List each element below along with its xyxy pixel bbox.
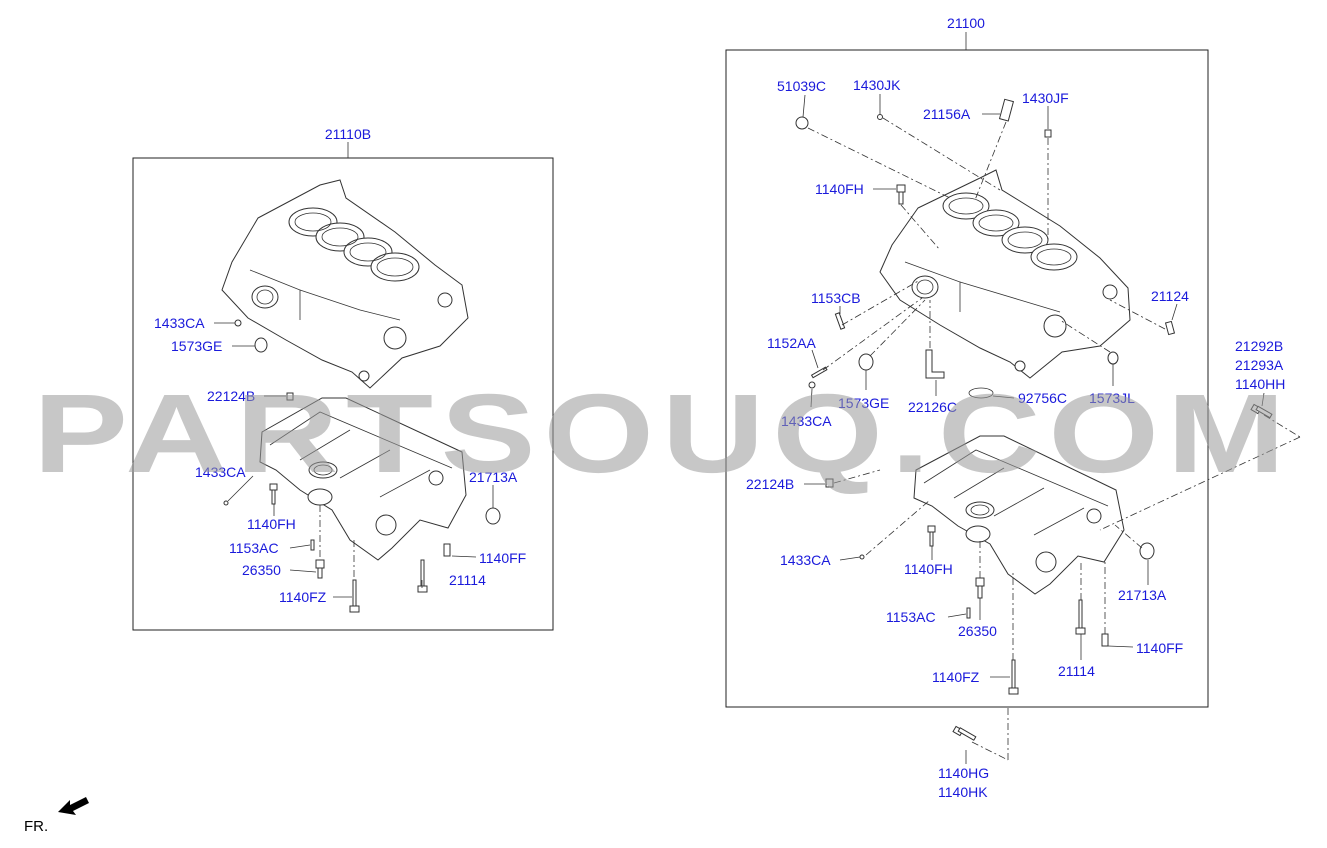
label-1433ca-mid[interactable]: 1433CA [781, 413, 832, 429]
label-1573jl[interactable]: 1573JL [1089, 390, 1135, 406]
label-21156a[interactable]: 21156A [923, 106, 971, 122]
right-assembly-frame [725, 49, 1209, 708]
right-lower-crankcase [913, 435, 1125, 595]
label-1153cb[interactable]: 1153CB [811, 290, 861, 306]
left-lower-crankcase [259, 397, 467, 561]
outside-bolts [952, 403, 1273, 741]
left-leader-lines [214, 322, 494, 598]
label-1140fz[interactable]: 1140FZ [932, 669, 980, 685]
label-22124b[interactable]: 22124B [207, 388, 255, 404]
label-92756c[interactable]: 92756C [1018, 390, 1067, 406]
label-1140fz[interactable]: 1140FZ [279, 589, 327, 605]
label-51039c[interactable]: 51039C [777, 78, 826, 94]
left-assembly-frame [132, 157, 554, 631]
outside-part-labels: 21292B 21293A 1140HH 1140HG 1140HK [938, 338, 1285, 800]
label-1573ge[interactable]: 1573GE [838, 395, 889, 411]
right-cylinder-block [879, 169, 1131, 379]
label-1430jk[interactable]: 1430JK [853, 77, 901, 93]
label-1152aa[interactable]: 1152AA [767, 335, 816, 351]
label-1140ff[interactable]: 1140FF [479, 550, 526, 566]
left-cylinder-block [221, 179, 469, 389]
label-1433ca-low[interactable]: 1433CA [780, 552, 831, 568]
label-21293a[interactable]: 21293A [1235, 357, 1284, 373]
label-22126c[interactable]: 22126C [908, 399, 957, 415]
label-1153ac[interactable]: 1153AC [886, 609, 936, 625]
left-assembly-title[interactable]: 21110B [325, 126, 371, 142]
label-21124[interactable]: 21124 [1151, 288, 1189, 304]
label-1140hk[interactable]: 1140HK [938, 784, 988, 800]
right-small-parts [795, 98, 1176, 695]
label-21114[interactable]: 21114 [449, 572, 486, 588]
label-22124b[interactable]: 22124B [746, 476, 794, 492]
label-26350[interactable]: 26350 [958, 623, 997, 639]
label-1140fh-low[interactable]: 1140FH [904, 561, 953, 577]
right-part-labels: 51039C 1430JK 21156A 1430JF 1140FH 1153C… [746, 77, 1189, 685]
front-direction-indicator: FR. [24, 797, 89, 835]
label-26350[interactable]: 26350 [242, 562, 281, 578]
right-leader-lines [802, 94, 1301, 764]
right-assembly-title[interactable]: 21100 [947, 15, 985, 31]
label-21713a[interactable]: 21713A [469, 469, 518, 485]
label-1140hh[interactable]: 1140HH [1235, 376, 1285, 392]
label-1140fh-top[interactable]: 1140FH [815, 181, 864, 197]
label-21292b[interactable]: 21292B [1235, 338, 1283, 354]
label-1140ff[interactable]: 1140FF [1136, 640, 1183, 656]
left-part-labels: 1433CA 1573GE 22124B 1433CA 1140FH 1153A… [154, 315, 526, 605]
front-arrow-icon [58, 797, 89, 815]
label-21114[interactable]: 21114 [1058, 663, 1095, 679]
label-1573ge[interactable]: 1573GE [171, 338, 222, 354]
front-label: FR. [24, 818, 48, 835]
watermark: PARTSOUQ.COM [33, 371, 1293, 496]
label-1153ac[interactable]: 1153AC [229, 540, 279, 556]
label-1433ca[interactable]: 1433CA [154, 315, 205, 331]
label-1140fh[interactable]: 1140FH [247, 516, 296, 532]
label-1433ca-b[interactable]: 1433CA [195, 464, 246, 480]
label-1430jf[interactable]: 1430JF [1022, 90, 1069, 106]
label-1140hg[interactable]: 1140HG [938, 765, 989, 781]
label-21713a[interactable]: 21713A [1118, 587, 1167, 603]
